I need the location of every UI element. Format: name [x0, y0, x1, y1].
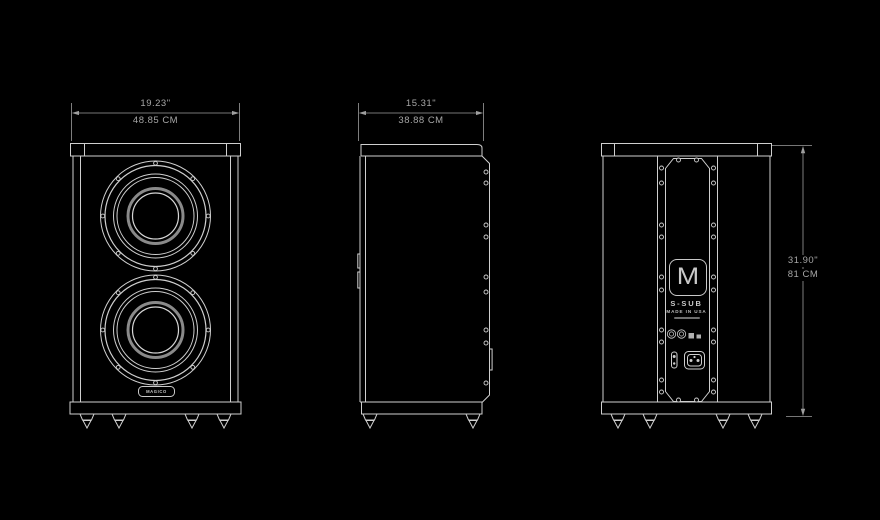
front-width-cm-value: 48.85 CM: [129, 114, 182, 127]
side-depth-dimension: [358, 103, 484, 141]
front-top-cap: [70, 143, 241, 157]
front-view: [69, 103, 242, 430]
spike-foot: [82, 420, 92, 430]
model-label: S-SUB: [670, 298, 703, 308]
spike-foot: [365, 420, 375, 430]
rear-feet: [610, 413, 763, 430]
spike-foot: [187, 420, 197, 430]
spike-foot: [219, 420, 229, 430]
spike-foot: [111, 413, 127, 421]
height-label-cm: 81 CM: [738, 268, 868, 281]
spike-foot: [750, 420, 760, 430]
front-width-dimension: [71, 103, 240, 141]
spike-foot: [114, 420, 124, 430]
spike-foot: [642, 413, 658, 421]
spike-foot: [613, 420, 623, 430]
brand-logo-letter: M: [676, 263, 699, 290]
woofer-lower: [100, 274, 211, 386]
height-inches-value: 31.90": [784, 255, 822, 267]
spike-foot: [645, 420, 655, 430]
front-plinth: [69, 401, 242, 415]
front-width-inches-value: 19.23": [137, 98, 174, 110]
side-depth-cm-value: 38.88 CM: [395, 114, 447, 127]
side-top-cap: [360, 144, 483, 156]
woofer-upper: [100, 160, 211, 272]
iec-inlet-icon: [684, 351, 705, 370]
spike-foot: [718, 420, 728, 430]
side-view: [357, 103, 493, 430]
rear-top-cap: [601, 143, 772, 157]
brand-badge: MAGICO: [138, 385, 175, 397]
rear-panel-octagon: [665, 158, 710, 402]
power-switch-icon: [671, 351, 678, 369]
spike-foot: [610, 413, 626, 421]
side-rear-screws: [483, 169, 489, 386]
spike-foot: [468, 420, 478, 430]
certification-marks-icon: [666, 329, 701, 339]
brand-logo: M: [668, 258, 707, 296]
spike-foot: [465, 413, 481, 421]
spike-foot: [79, 413, 95, 421]
woofer-screws: [100, 274, 211, 386]
spike-foot: [715, 413, 731, 421]
rear-panel-screws: [659, 157, 716, 403]
height-cm-value: 81 CM: [784, 268, 822, 281]
rear-view: [601, 143, 812, 430]
side-feet: [362, 413, 481, 430]
front-width-label-cm: 48.85 CM: [91, 114, 221, 127]
front-width-label-inches: 19.23": [91, 98, 221, 110]
fine-print-line: [673, 317, 700, 319]
spike-foot: [216, 413, 232, 421]
side-depth-label-cm: 38.88 CM: [356, 114, 486, 127]
height-label-inches: 31.90": [738, 255, 868, 267]
spike-foot: [184, 413, 200, 421]
side-depth-inches-value: 15.31": [402, 98, 440, 110]
origin-label: MADE IN USA: [666, 309, 707, 314]
side-depth-label-inches: 15.31": [356, 98, 486, 110]
rear-plinth: [601, 401, 772, 415]
spike-foot: [362, 413, 378, 421]
side-connector-bump: [489, 348, 493, 371]
spike-foot: [747, 413, 763, 421]
height-dimension: [772, 145, 812, 417]
front-feet: [79, 413, 232, 430]
side-plinth: [361, 401, 483, 415]
woofer-screws: [100, 160, 211, 272]
